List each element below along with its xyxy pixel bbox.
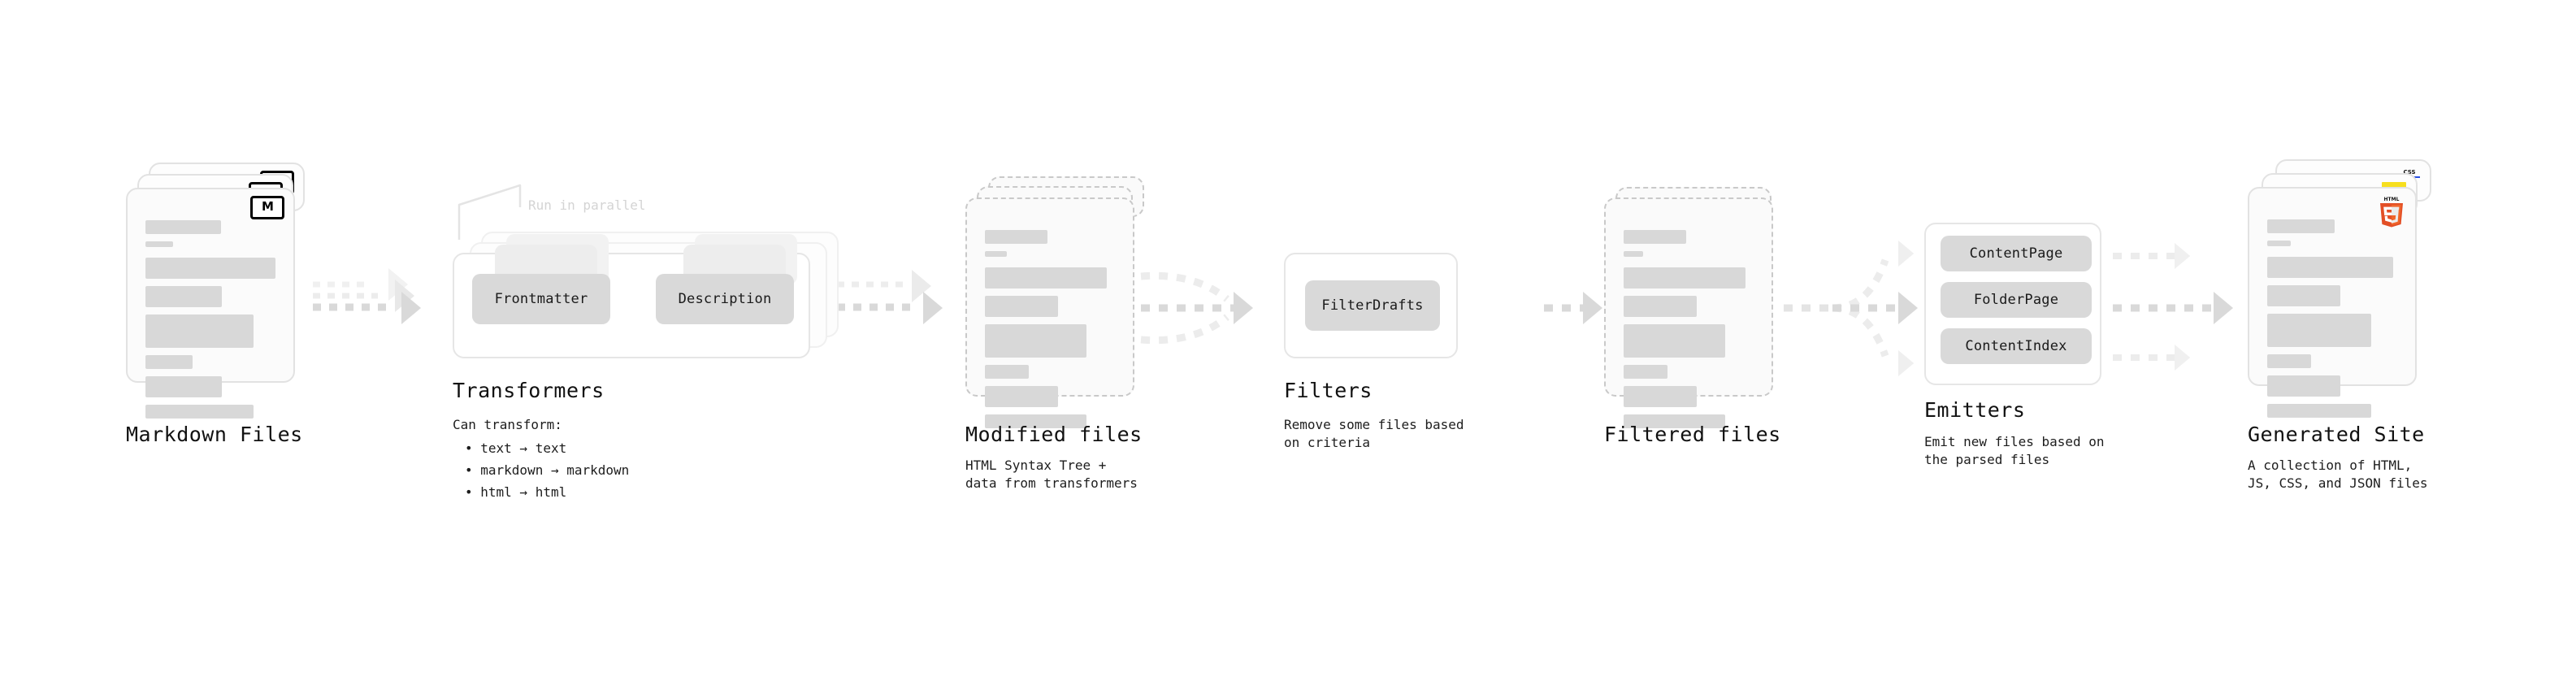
transformers-subtitle: Can transform: <box>453 417 562 432</box>
line-4 <box>1624 365 1668 379</box>
svg-text:HTML: HTML <box>2384 197 2400 202</box>
filters-box[interactable]: FilterDrafts <box>1284 253 1458 358</box>
line-1 <box>985 267 1108 288</box>
emitters-subtitle: Emit new files based on the parsed files <box>1924 434 2105 467</box>
line-3 <box>985 324 1086 358</box>
line-4 <box>2267 354 2312 368</box>
line-4 <box>985 365 1030 379</box>
line-sub <box>2267 241 2291 246</box>
line-3 <box>1624 324 1725 358</box>
generated-site-subtitle: A collection of HTML, JS, CSS, and JSON … <box>2248 458 2428 491</box>
emitters-box[interactable]: ContentPage FolderPage ContentIndex <box>1924 223 2101 385</box>
line-2 <box>1624 296 1697 317</box>
markdown-placeholder-lines <box>145 220 275 426</box>
emitter-pill-contentindex[interactable]: ContentIndex <box>1941 328 2092 364</box>
modified-files-title: Modified files <box>965 423 1143 446</box>
line-2 <box>2267 285 2340 306</box>
line-5 <box>985 386 1058 407</box>
filtered-card-front[interactable] <box>1604 197 1773 428</box>
line-5 <box>2267 375 2340 397</box>
filters-subtitle: Remove some files based on criteria <box>1284 417 1464 450</box>
modified-card-front[interactable] <box>965 197 1134 428</box>
line-6 <box>145 405 254 419</box>
transformer-pill-frontmatter[interactable]: Frontmatter <box>472 274 610 324</box>
run-in-parallel-bracket <box>458 184 522 240</box>
connector-modified-to-filters <box>1140 271 1253 345</box>
modified-placeholder-lines <box>985 230 1115 436</box>
connector-markdown-to-transformers <box>313 268 421 324</box>
filter-pill-filterdrafts[interactable]: FilterDrafts <box>1305 280 1440 331</box>
filtered-placeholder-lines <box>1624 230 1754 436</box>
line-4 <box>145 355 193 369</box>
connector-transformers-to-modified <box>837 270 943 324</box>
generated-site-title: Generated Site <box>2248 423 2425 446</box>
connector-filtered-to-emitters <box>1784 241 1918 376</box>
markdown-icon: M <box>250 196 284 219</box>
line-title <box>145 220 221 234</box>
line-sub <box>985 251 1008 257</box>
line-5 <box>1624 386 1697 407</box>
line-title <box>985 230 1047 244</box>
line-6 <box>2267 404 2371 418</box>
markdown-files-stack: M M M <box>126 163 321 419</box>
html5-icon: HTML <box>2380 197 2403 228</box>
line-sub <box>145 241 173 247</box>
markdown-files-title: Markdown Files <box>126 423 303 446</box>
line-title <box>2267 219 2335 233</box>
line-3 <box>2267 314 2371 347</box>
line-6 <box>985 414 1086 428</box>
line-2 <box>985 296 1058 317</box>
filters-title: Filters <box>1284 379 1373 402</box>
generated-card-front-html[interactable]: HTML <box>2248 187 2417 418</box>
transformers-bullet-2: • html → html <box>465 484 567 500</box>
line-1 <box>1624 267 1746 288</box>
connector-filters-to-filtered <box>1544 292 1602 324</box>
run-in-parallel-label: Run in parallel <box>528 197 646 213</box>
line-title <box>1624 230 1686 244</box>
transformers-bullet-0: • text → text <box>465 440 567 456</box>
generated-site-stack: CSS HTML <box>2248 159 2451 418</box>
line-5 <box>145 376 223 397</box>
transformer-pill-description[interactable]: Description <box>656 274 794 324</box>
modified-files-subtitle: HTML Syntax Tree + data from transformer… <box>965 458 1138 491</box>
line-2 <box>145 286 223 307</box>
transformers-box-front[interactable]: Frontmatter Description <box>453 234 810 358</box>
transformers-title: Transformers <box>453 379 605 402</box>
transformers-bullet-1: • markdown → markdown <box>465 462 630 478</box>
generated-placeholder-lines <box>2267 219 2397 425</box>
markdown-card-front[interactable]: M <box>126 188 295 419</box>
emitters-title: Emitters <box>1924 398 2026 422</box>
filtered-files-title: Filtered files <box>1604 423 1781 446</box>
connector-emitters-to-site <box>2113 243 2233 371</box>
line-sub <box>1624 251 1643 257</box>
emitter-pill-folderpage[interactable]: FolderPage <box>1941 282 2092 318</box>
line-1 <box>2267 257 2394 278</box>
filtered-files-stack <box>1604 187 1799 431</box>
emitter-pill-contentpage[interactable]: ContentPage <box>1941 236 2092 271</box>
line-1 <box>145 258 275 279</box>
line-3 <box>145 314 254 348</box>
modified-files-stack <box>965 176 1160 428</box>
line-6 <box>1624 414 1725 428</box>
